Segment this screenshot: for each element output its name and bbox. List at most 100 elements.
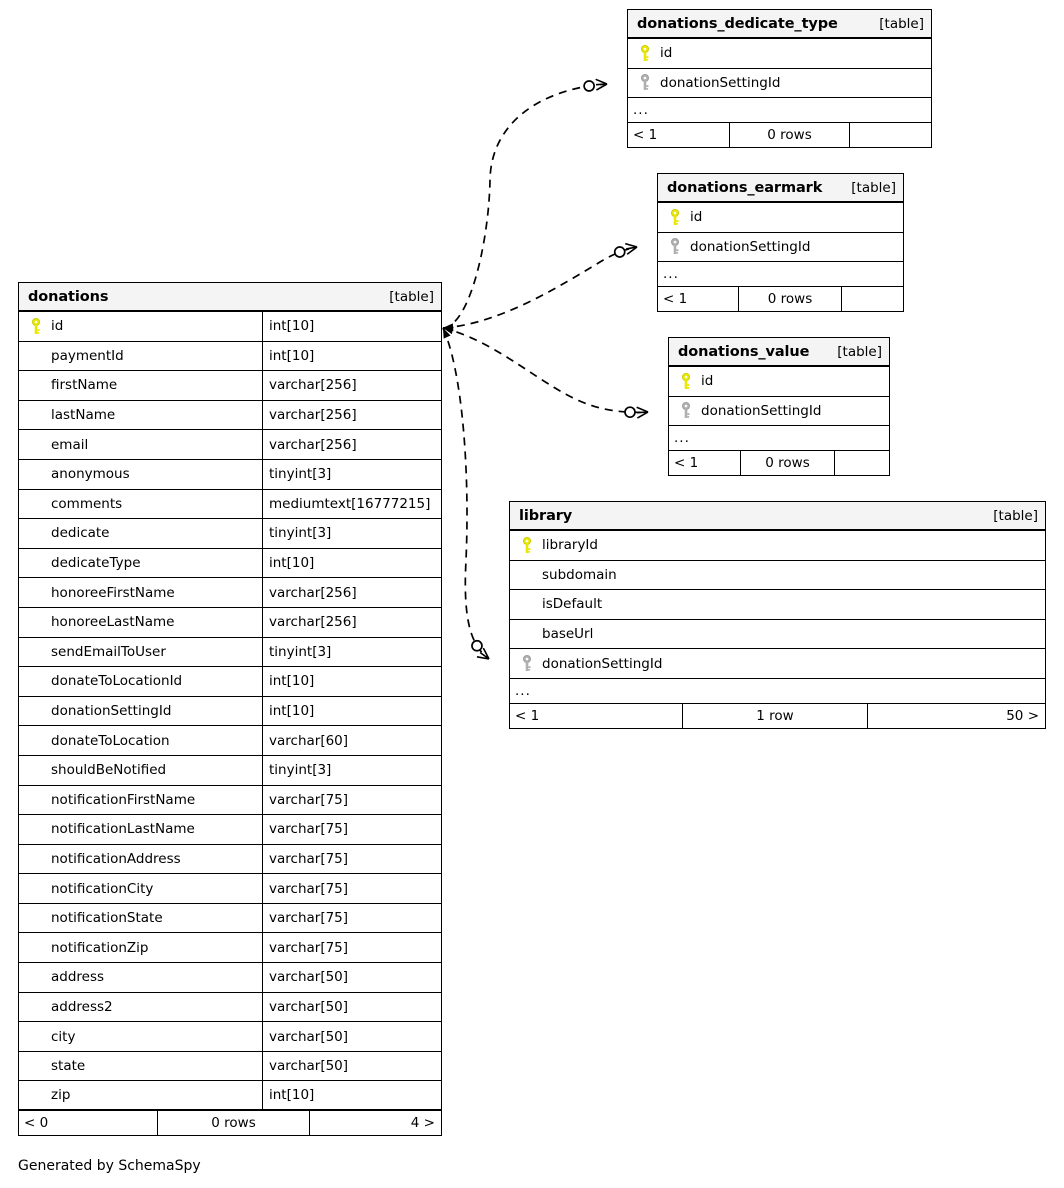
footer-parents-count[interactable]: < 1 [663,291,688,308]
column-name: id [690,209,703,226]
column-row[interactable]: id [669,367,889,397]
footer-children-count[interactable] [850,123,931,147]
column-name-cell: notificationFirstName [19,786,262,815]
footer-children-count[interactable]: 4 > [410,1115,435,1132]
footer-parents-count[interactable]: < 1 [674,455,699,472]
column-name-cell: honoreeLastName [19,608,262,637]
table-kind-label: [table] [879,15,924,32]
footer-children-count[interactable]: 50 > [1006,707,1039,724]
column-name: dedicate [51,525,110,542]
column-name: donateToLocationId [51,673,183,690]
column-name-cell: notificationAddress [19,845,262,874]
column-row[interactable]: libraryId [510,531,1045,561]
foreign-key-icon [634,74,656,91]
column-row[interactable]: baseUrl [510,620,1045,650]
column-row[interactable]: subdomain [510,561,1045,591]
column-row[interactable]: donateToLocationId int[10] [19,667,441,697]
column-type-cell: varchar[60] [262,726,441,755]
column-name-cell: address [19,963,262,992]
column-name-cell: donationSettingId [669,397,889,426]
column-name-cell: donateToLocationId [19,667,262,696]
foreign-key-icon [675,402,697,419]
table-node-donations_earmark[interactable]: donations_earmark[table]id donationSettin… [657,173,904,313]
more-columns-ellipsis: ... [510,679,1045,704]
table-title: donations_dedicate_type [637,15,838,32]
column-name: id [51,318,64,335]
column-name-cell: honoreeFirstName [19,578,262,607]
column-row[interactable]: donationSettingId [669,397,889,427]
column-row[interactable]: donationSettingId [658,233,903,263]
column-row[interactable]: isDefault [510,590,1045,620]
table-header-donations[interactable]: donations[table] [19,283,441,312]
column-name-cell: id [658,203,903,232]
column-name-cell: paymentId [19,342,262,371]
column-row[interactable]: id [658,203,903,233]
column-name: address2 [51,998,113,1015]
footer-children-count[interactable] [842,287,903,311]
column-type-cell: tinyint[3] [262,755,441,785]
table-header-donations_earmark[interactable]: donations_earmark[table] [658,174,903,203]
table-header-donations_value[interactable]: donations_value[table] [669,338,889,367]
column-name-cell: id [628,39,931,68]
column-row[interactable]: id [628,39,931,69]
footer-children-count[interactable] [835,451,889,475]
column-name: dedicateType [51,555,141,572]
cardinality-zero-marker [613,246,626,258]
column-type-cell: varchar[256] [262,430,441,459]
column-name: firstName [51,377,118,394]
column-type-cell: varchar[75] [262,844,441,874]
column-name: notificationState [51,910,163,927]
footer-row-count: 0 rows [740,451,835,476]
column-name-cell: notificationZip [19,933,262,962]
footer-parents-count[interactable]: < 1 [633,127,658,144]
column-name: sendEmailToUser [51,643,166,660]
column-type-cell: int[10] [262,696,441,726]
footer-parents-count[interactable]: < 0 [24,1115,49,1132]
column-row[interactable]: email varchar[256] [19,430,441,460]
column-row[interactable]: donationSettingId [510,649,1045,679]
column-name: email [51,436,89,453]
footer-parents-count[interactable]: < 1 [515,707,540,724]
table-header-donations_dedicate_type[interactable]: donations_dedicate_type [table] [628,10,931,39]
table-footer-donations_value: < 1 0 rows [669,451,889,476]
foreign-key-icon [664,238,686,255]
column-type-cell: int[10] [262,667,441,696]
table-header-library[interactable]: library[table] [510,502,1045,531]
column-row[interactable]: donationSettingId [628,69,931,99]
column-type-cell: varchar[256] [262,400,441,430]
column-name: address [51,969,105,986]
column-name-cell: shouldBeNotified [19,756,262,785]
column-name-cell: state [19,1052,262,1081]
more-columns-ellipsis: ... [628,98,931,124]
